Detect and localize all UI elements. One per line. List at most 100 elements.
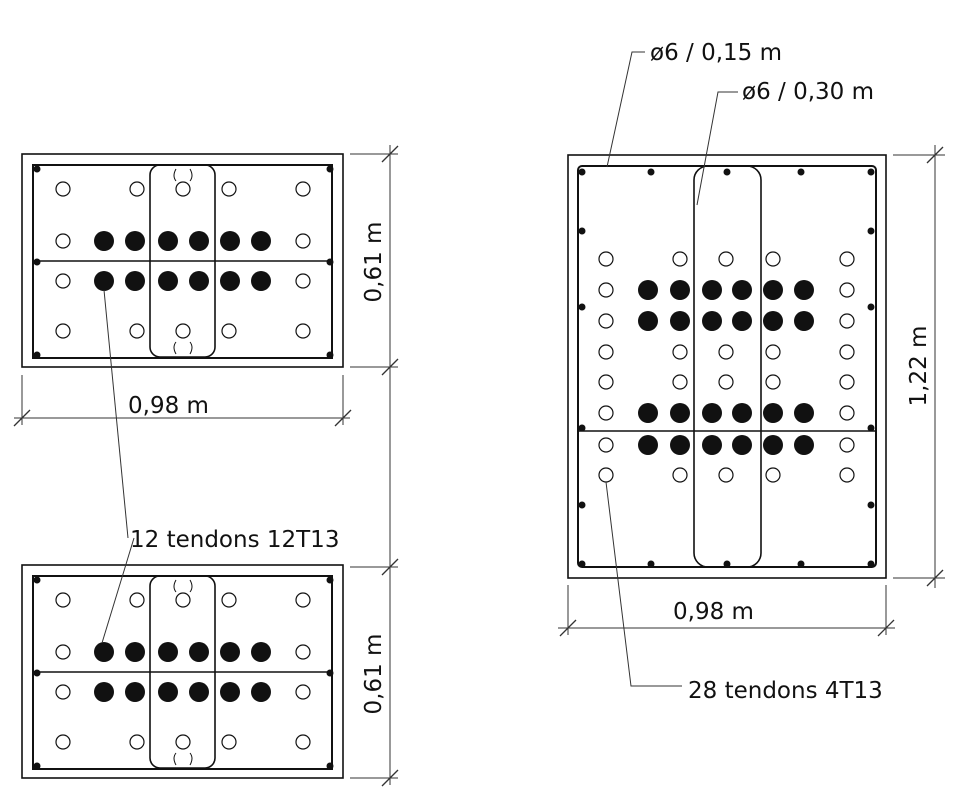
unused-duct xyxy=(129,181,145,197)
unused-duct xyxy=(295,734,311,750)
outer-stirrup xyxy=(577,165,877,568)
leader-stirrup-outer xyxy=(606,51,645,168)
unused-duct xyxy=(839,251,855,267)
unused-duct xyxy=(175,592,191,608)
tendon xyxy=(670,403,690,423)
large-height-label: 1,22 m xyxy=(906,326,932,407)
tendon xyxy=(251,682,271,702)
unused-duct xyxy=(598,282,614,298)
rebar xyxy=(867,501,875,509)
rebar xyxy=(647,560,655,568)
unused-duct xyxy=(765,344,781,360)
tendon xyxy=(763,435,783,455)
tendon xyxy=(158,642,178,662)
large-width-label: 0,98 m xyxy=(673,599,754,625)
unused-duct xyxy=(55,592,71,608)
tendon xyxy=(125,642,145,662)
rebar xyxy=(867,168,875,176)
unused-duct xyxy=(839,437,855,453)
tendon xyxy=(94,231,114,251)
dimension-tick xyxy=(334,409,352,427)
section-outline xyxy=(21,564,344,779)
tendon xyxy=(158,231,178,251)
tendon xyxy=(702,280,722,300)
unused-duct xyxy=(295,644,311,660)
dimension-tick xyxy=(381,145,399,163)
dimension-tick xyxy=(13,409,31,427)
tendon xyxy=(794,311,814,331)
rebar xyxy=(867,424,875,432)
dimension-tick xyxy=(926,146,944,164)
tendon xyxy=(670,311,690,331)
unused-duct xyxy=(598,344,614,360)
unused-duct xyxy=(175,181,191,197)
dimension-tick xyxy=(877,619,895,637)
tendon xyxy=(251,642,271,662)
unused-duct xyxy=(839,344,855,360)
rebar xyxy=(578,424,586,432)
rebar xyxy=(578,560,586,568)
unused-duct xyxy=(295,684,311,700)
tendon xyxy=(670,280,690,300)
rebar xyxy=(867,227,875,235)
unused-duct xyxy=(598,374,614,390)
tendon xyxy=(702,311,722,331)
rebar xyxy=(797,168,805,176)
rebar xyxy=(723,168,731,176)
rebar xyxy=(326,762,334,770)
unused-duct xyxy=(718,251,734,267)
tendon xyxy=(220,642,240,662)
tendon xyxy=(732,403,752,423)
tendon xyxy=(251,231,271,251)
rebar xyxy=(33,258,41,266)
unused-duct xyxy=(672,344,688,360)
tendon xyxy=(732,280,752,300)
unused-duct xyxy=(672,374,688,390)
tendon xyxy=(158,682,178,702)
unused-duct xyxy=(55,181,71,197)
rebar xyxy=(723,560,731,568)
stirrup-inner-label: ø6 / 0,30 m xyxy=(742,79,874,105)
unused-duct xyxy=(55,644,71,660)
dimension-tick xyxy=(381,358,399,376)
tendon xyxy=(638,280,658,300)
rebar xyxy=(647,168,655,176)
rebar xyxy=(867,560,875,568)
tendon xyxy=(94,642,114,662)
unused-duct xyxy=(765,467,781,483)
inner-stirrup xyxy=(693,165,762,568)
leader-tendons-small xyxy=(101,537,135,644)
unused-duct xyxy=(598,405,614,421)
tendon xyxy=(763,311,783,331)
rebar xyxy=(578,303,586,311)
unused-duct xyxy=(672,467,688,483)
unused-duct xyxy=(598,251,614,267)
unused-duct xyxy=(55,233,71,249)
tendon xyxy=(732,311,752,331)
unused-duct xyxy=(55,734,71,750)
tendon xyxy=(638,311,658,331)
tendon xyxy=(125,231,145,251)
stirrup-outer-label: ø6 / 0,15 m xyxy=(650,40,782,66)
inner-stirrup xyxy=(149,575,216,769)
rebar xyxy=(326,258,334,266)
rebar xyxy=(33,762,41,770)
tendon xyxy=(763,280,783,300)
tendon xyxy=(94,271,114,291)
unused-duct xyxy=(55,323,71,339)
tendon xyxy=(125,682,145,702)
unused-duct xyxy=(221,181,237,197)
unused-duct xyxy=(221,592,237,608)
dimension-tick xyxy=(926,569,944,587)
dimension-tick xyxy=(381,558,399,576)
tendon xyxy=(189,271,209,291)
rebar xyxy=(326,576,334,584)
unused-duct xyxy=(295,592,311,608)
leader-tendons-large xyxy=(605,481,682,687)
tendon xyxy=(189,642,209,662)
tendon xyxy=(189,231,209,251)
tendon xyxy=(220,271,240,291)
stirrup-hook xyxy=(173,168,193,355)
unused-duct xyxy=(221,323,237,339)
